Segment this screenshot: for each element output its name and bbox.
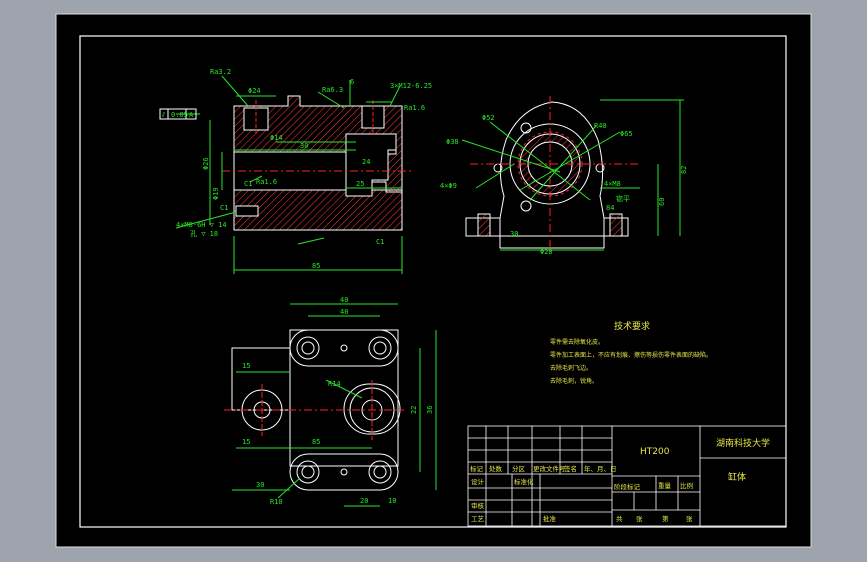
tb-sheet-1: 张	[636, 514, 643, 523]
front-section-view: ⫽ 0.05 A Φ24 Φ14 Φ26 Φ19 6 30 25 24 85 3…	[159, 68, 432, 274]
tb-approve: 批准	[543, 514, 557, 523]
note-spotface: 锪平	[616, 194, 630, 203]
tol-datum: A	[189, 111, 194, 119]
dim-top-15a: 15	[242, 362, 250, 370]
side-view: Φ52 R40 Φ65 Φ38 4×Φ9 Φ28 60 30 82 84 4×M…	[440, 96, 688, 256]
dim-top-85: 85	[312, 438, 320, 446]
tb-part-name: 缸体	[728, 471, 746, 483]
tb-school: 湖南科技大学	[716, 437, 770, 449]
tb-weight: 重量	[658, 482, 672, 490]
dim-30: 30	[300, 142, 308, 150]
dim-25: 25	[356, 180, 364, 188]
dim-top-30: 30	[256, 481, 264, 489]
dim-d28: Φ28	[540, 248, 553, 256]
title-block	[467, 425, 787, 527]
dim-d19: Φ19	[212, 187, 220, 200]
tolerance-frame	[159, 108, 197, 120]
dim-d24: Φ24	[248, 87, 261, 95]
sheet-background	[55, 13, 812, 548]
drawing-frame	[79, 35, 787, 528]
dim-d38: Φ38	[446, 138, 459, 146]
dim-60: 60	[658, 198, 666, 206]
tb-sign: 签名	[564, 464, 577, 473]
dim-top-20: 20	[360, 497, 368, 505]
tb-standardize: 标准化	[514, 477, 534, 486]
tb-design: 设计	[471, 477, 485, 486]
tb-review: 审核	[471, 501, 485, 510]
leader-ra63: Ra6.3	[322, 86, 343, 94]
dim-d14: Φ14	[270, 134, 283, 142]
chamfer-c1-b: C1	[220, 204, 228, 212]
tech-title: 技术要求	[614, 320, 650, 332]
roughness-16: Ra1.6	[404, 104, 425, 112]
dim-84: 84	[606, 204, 614, 212]
technical-requirements: 技术要求 零件需去除氧化皮。 零件加工表面上，不应有划痕、擦伤等损伤零件表面的缺…	[550, 320, 712, 385]
thread-note-1: 4×M8-6H ▽ 14	[176, 221, 227, 229]
dim-6: 6	[350, 78, 354, 86]
dim-30-side: 30	[510, 230, 518, 238]
dim-top-10: 10	[388, 497, 396, 505]
dim-top-r10: R10	[270, 498, 283, 506]
chamfer-c1-a: C1	[244, 180, 252, 188]
leader-ra32: Ra3.2	[210, 68, 231, 76]
top-view: 40 40 15 R14 15 85 22 36 30 R10 20 10	[224, 296, 437, 507]
tech-line-3: 去除毛刺飞边。	[550, 364, 592, 372]
tb-process: 工艺	[471, 515, 485, 523]
tech-line-4: 去除毛刺，锐角。	[550, 377, 598, 385]
dim-thread-3xm12: 3×M12-6.25	[390, 82, 432, 90]
title-block-text: 标记 处数 分区 更改文件号 签名 年、月、日 设计 标准化 审核 工艺 批准 …	[470, 437, 770, 523]
dim-top-40a: 40	[340, 296, 348, 304]
tb-stage: 阶段标记	[614, 482, 641, 491]
note-4xm8: 4×M8	[604, 180, 621, 188]
tb-change-doc: 更改文件号	[533, 464, 566, 473]
chamfer-c1-c: C1	[376, 238, 384, 246]
tech-line-2: 零件加工表面上，不应有划痕、擦伤等损伤零件表面的缺陷。	[550, 351, 712, 359]
tb-material: HT200	[640, 447, 670, 457]
dim-top-r14: R14	[328, 380, 341, 388]
tol-value: 0.05	[171, 111, 188, 119]
tech-line-1: 零件需去除氧化皮。	[550, 338, 604, 346]
dim-top-40b: 40	[340, 308, 348, 316]
dim-d26: Φ26	[202, 157, 210, 170]
thread-note-2: 孔 ▽ 18	[190, 230, 218, 238]
dim-24: 24	[362, 158, 370, 166]
dim-4xd9: 4×Φ9	[440, 182, 457, 190]
dim-82: 82	[680, 166, 688, 174]
dim-top-22: 22	[410, 406, 418, 414]
dim-top-36: 36	[426, 406, 434, 414]
tb-mark: 标记	[470, 464, 484, 473]
tol-sym: ⫽	[161, 111, 166, 119]
dim-top-15b: 15	[242, 438, 250, 446]
tb-count: 处数	[489, 464, 503, 473]
dim-r40: R40	[594, 122, 607, 130]
tb-date: 年、月、日	[584, 464, 617, 473]
tb-zone: 分区	[512, 464, 526, 473]
tb-scale: 比例	[680, 481, 693, 490]
leader-ra16: Ra1.6	[256, 178, 277, 186]
dim-d65: Φ65	[620, 130, 633, 138]
tb-number: 第	[662, 514, 669, 523]
dim-85: 85	[312, 262, 320, 270]
tb-sheet-2: 张	[686, 514, 693, 523]
dim-d52: Φ52	[482, 114, 495, 122]
tb-total: 共	[616, 514, 623, 523]
